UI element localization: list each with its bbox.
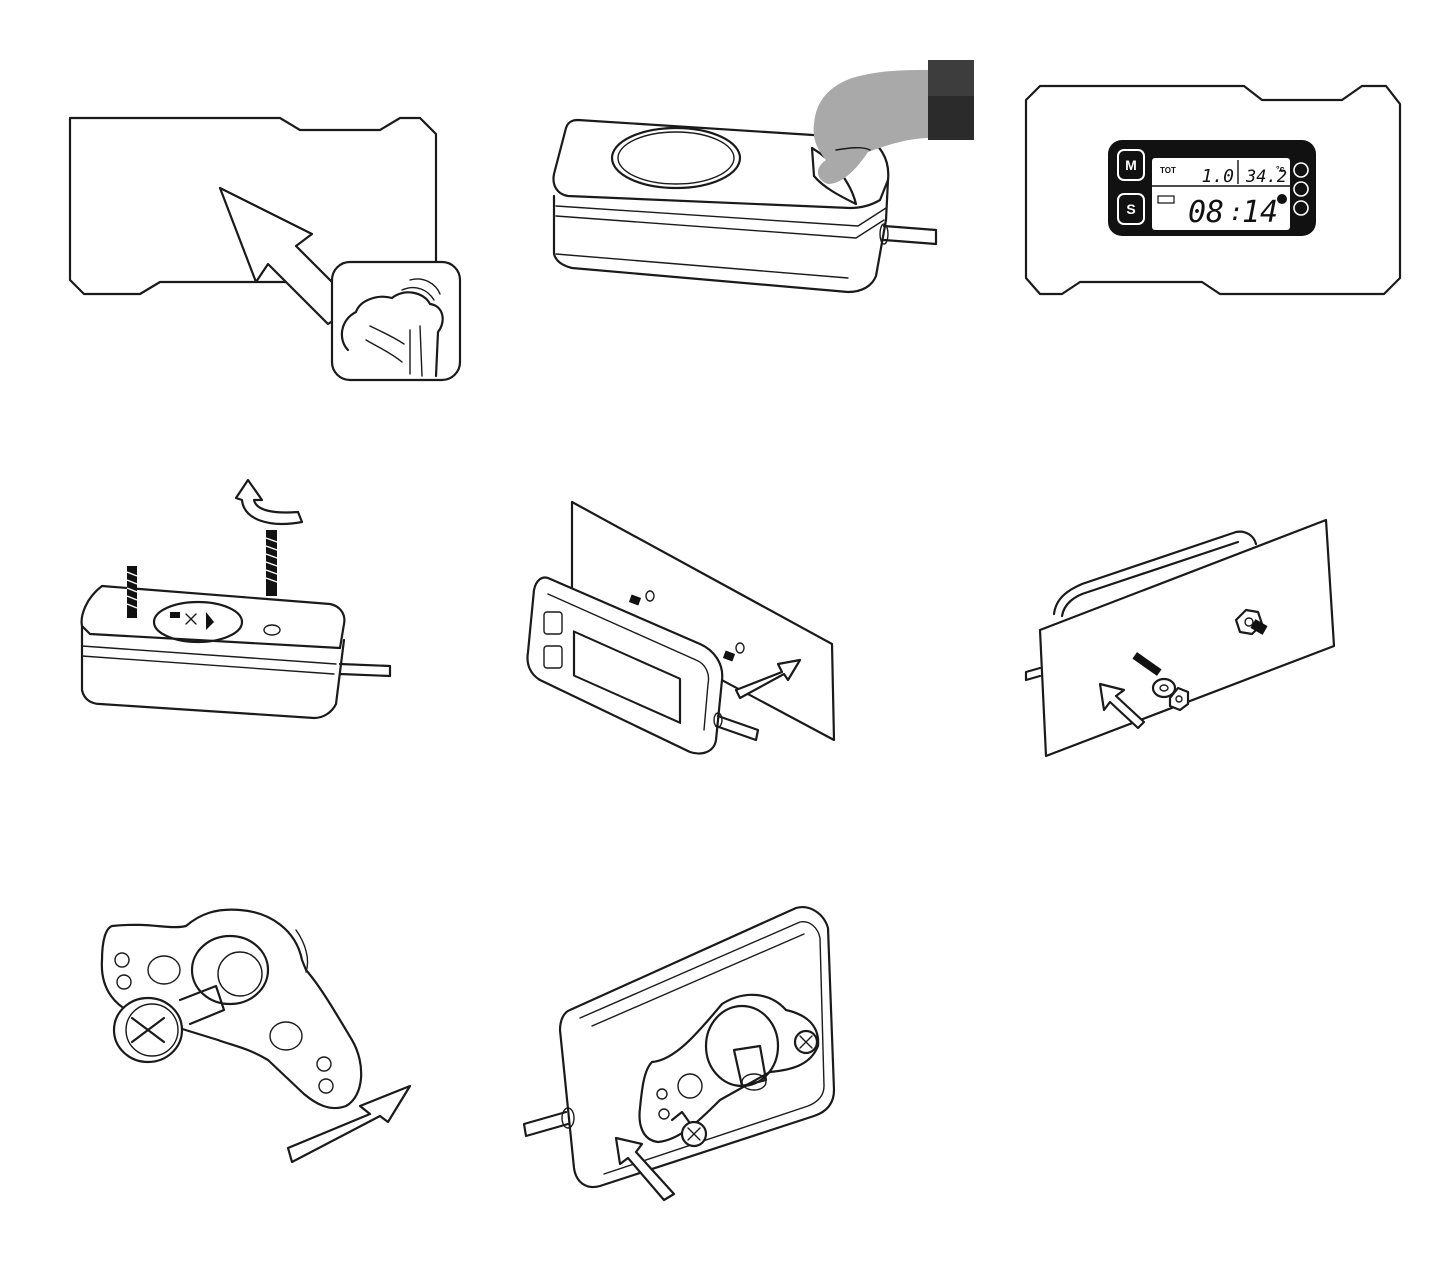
temperature-value: 34.2: [1245, 167, 1287, 187]
arrow-icon: [1098, 682, 1146, 730]
thermometer-icon: [1293, 200, 1309, 216]
temperature-unit: °c: [1276, 164, 1285, 174]
display-panel-outline: [1024, 84, 1402, 296]
button-s-label: S: [1126, 201, 1135, 217]
screw-icon: [126, 566, 138, 618]
nut-icon: [1234, 608, 1268, 636]
wire-stub: [882, 224, 938, 246]
arrow-icon: [734, 658, 802, 700]
nut-icon: [1168, 686, 1190, 712]
screw-icon: [1132, 652, 1162, 676]
phillips-screw-icon: [112, 996, 184, 1064]
meter-screen: [572, 630, 682, 724]
clock-separator: :: [1229, 198, 1243, 226]
step-2-peel-film: [552, 60, 974, 294]
step-5-mount-board: [526, 500, 836, 755]
step-6-fasten-nuts: [1024, 518, 1336, 758]
button-s: [1117, 193, 1145, 225]
step-1-clean-surface: [68, 116, 462, 382]
phillips-screw-icon: [793, 1029, 819, 1055]
button-m: [1117, 149, 1145, 181]
step-8-bracket-on-meter: [522, 906, 836, 1202]
button-m-label: M: [1125, 157, 1137, 173]
mounting-bracket: [638, 993, 820, 1144]
battery-icon: [1157, 195, 1175, 204]
wipe-hand-icon: [340, 278, 444, 378]
clock-hours: 08: [1188, 195, 1224, 230]
hours-value: 1.0: [1201, 166, 1234, 187]
step-7-bracket: [100, 908, 412, 1164]
wipe-card: [330, 260, 462, 382]
service-icon: [1293, 181, 1309, 197]
meter-body-side: [552, 178, 890, 294]
tot-label: TOT: [1160, 166, 1176, 175]
step-3-mounted-display: M S TOT 1.0 34.2 °c 08 : 14: [1024, 84, 1402, 296]
washer-icon: [1151, 677, 1177, 699]
step-4-insert-screws: [80, 478, 392, 720]
gauge-window: [610, 126, 742, 190]
peel-hand-icon: [813, 60, 974, 184]
phillips-screw-icon: [670, 1110, 708, 1148]
label-sticker: [152, 600, 244, 644]
meter-behind: [1052, 530, 1258, 616]
arrow-icon: [286, 1084, 412, 1164]
clock-minutes: 14: [1242, 195, 1278, 230]
meter-front: [526, 576, 724, 755]
mounting-board: [570, 500, 836, 742]
mounting-board: [1038, 518, 1336, 758]
meter-back-top: [80, 584, 346, 650]
arrow-icon: [614, 1136, 676, 1202]
warning-icon: [1293, 162, 1309, 178]
clock-icon: [1277, 194, 1287, 204]
mounting-bracket: [100, 908, 363, 1110]
screw-icon: [265, 530, 278, 596]
lcd-screen: [1152, 158, 1290, 230]
meter-body-top: [552, 118, 890, 210]
rotate-arrow-icon: [234, 478, 304, 526]
